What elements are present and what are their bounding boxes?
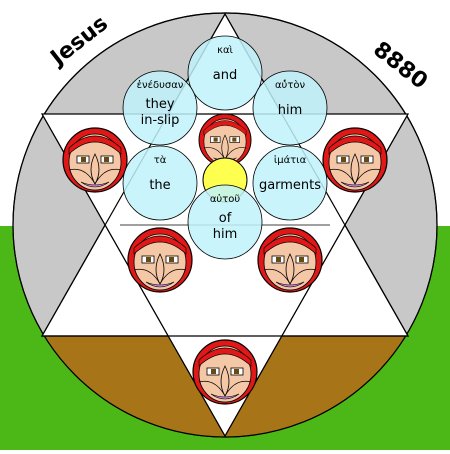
face-medallion-lower-right [257, 227, 323, 293]
english-word: they [145, 97, 174, 112]
word-bubble: τὰ the [122, 145, 198, 221]
word-bubbles: καὶandαὐ̓τὸνhimἱμάτιαgarmentsαὐτοῦofhimτ… [122, 35, 328, 260]
word-bubble: αὐ̓τὸν him [252, 70, 328, 146]
english-word: the [149, 178, 170, 193]
word-bubble-circle [187, 35, 263, 111]
word-bubble-circle [252, 70, 328, 146]
face-medallion-upper-right [322, 127, 388, 193]
word-bubble: καὶ and [187, 35, 263, 111]
greek-word: τὰ [154, 154, 167, 166]
word-bubble-circle [187, 184, 263, 260]
english-word: of [219, 211, 232, 226]
english-word: him [213, 227, 238, 242]
english-word: him [278, 103, 303, 118]
english-word: and [213, 68, 237, 83]
face-medallion-bottom [192, 339, 258, 405]
greek-word: ἱμάτια [274, 154, 307, 166]
greek-word: αὐτοῦ [210, 193, 241, 205]
word-bubble-circle [122, 70, 198, 146]
word-bubble-circle [252, 145, 328, 221]
face-medallions [62, 113, 388, 405]
greek-word: καὶ [217, 44, 233, 56]
greek-word: ἐνέδυσαν [137, 79, 184, 91]
english-word: in-slip [141, 113, 180, 128]
english-word: garments [259, 178, 321, 193]
face-medallion-center [198, 113, 252, 167]
word-bubble: ἱμάτια garments [252, 145, 328, 221]
face-medallion-upper-left [62, 127, 128, 193]
face-medallion-lower-left [127, 227, 193, 293]
greek-word: αὐ̓τὸν [275, 78, 306, 91]
word-bubble-circle [122, 145, 198, 221]
